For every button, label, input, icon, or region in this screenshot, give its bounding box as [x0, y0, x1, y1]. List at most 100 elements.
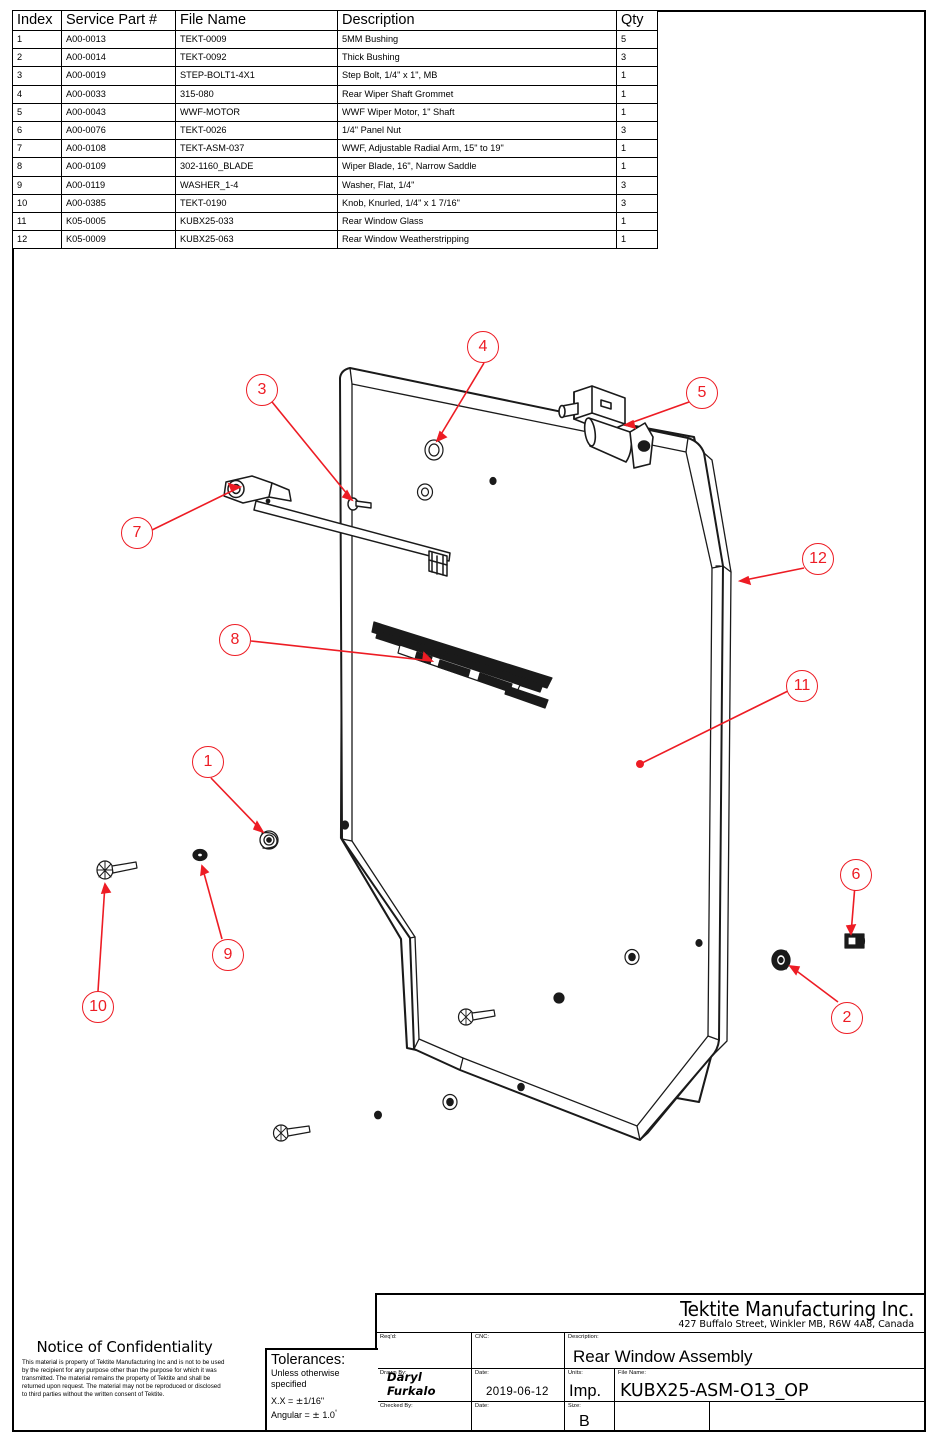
balloon-callout-1[interactable]: 1 [192, 746, 224, 778]
balloon-callout-7[interactable]: 7 [121, 517, 153, 549]
drawn-date-cell[interactable]: Date: 2019-06-12 [472, 1369, 565, 1402]
units-value: Imp. [569, 1382, 602, 1400]
file-name-cell[interactable]: File Name: KUBX25-ASM-O13_OP [615, 1369, 924, 1402]
cell-description: Rear Window Weatherstripping [337, 230, 617, 250]
tolerances-line-3: X.X = ±1/16" [271, 1396, 374, 1408]
cell-file-name: TEKT-0092 [175, 48, 338, 68]
column-header-file-name: File Name [175, 10, 338, 31]
cell-index: 10 [12, 193, 62, 214]
description-cell[interactable]: Description: Rear Window Assembly [565, 1333, 924, 1369]
cell-service-part: K05-0005 [61, 212, 176, 232]
bill-of-materials-table: Index Service Part # File Name Descripti… [12, 10, 658, 250]
balloon-callout-4[interactable]: 4 [467, 331, 499, 363]
cell-index: 12 [12, 230, 62, 250]
balloon-callout-6[interactable]: 6 [840, 859, 872, 891]
cell-qty: 1 [616, 139, 658, 159]
cell-service-part: A00-0119 [61, 175, 176, 195]
drawn-by-cell[interactable]: Drawn By: Daryl Furkalo [377, 1369, 472, 1402]
description-label: Description: [568, 1334, 599, 1340]
balloon-callout-5[interactable]: 5 [686, 377, 718, 409]
blank-cell-1[interactable] [615, 1402, 710, 1432]
cell-file-name: 302-1160_BLADE [175, 157, 338, 177]
blank-cell-2[interactable] [710, 1402, 924, 1432]
column-header-index: Index [12, 10, 62, 31]
confidentiality-notice: Notice of Confidentiality This material … [22, 1338, 227, 1399]
units-cell[interactable]: Units: Imp. [565, 1369, 615, 1402]
confidentiality-title: Notice of Confidentiality [36, 1338, 213, 1356]
units-label: Units: [568, 1370, 583, 1376]
cell-description: Wiper Blade, 16", Narrow Saddle [337, 157, 617, 177]
cell-file-name: TEKT-0190 [175, 193, 338, 214]
cell-service-part: A00-0014 [61, 48, 176, 68]
cell-index: 6 [12, 121, 62, 141]
balloon-callout-11[interactable]: 11 [786, 670, 818, 702]
cell-index: 8 [12, 157, 62, 177]
tolerance-ang-suffix: 1.0 [319, 1410, 335, 1420]
checked-by-cell[interactable]: Checked By: [377, 1402, 472, 1432]
balloon-callout-3[interactable]: 3 [246, 374, 278, 406]
cell-description: Rear Window Glass [337, 212, 617, 232]
cell-service-part: A00-0043 [61, 102, 176, 123]
cell-file-name: STEP-BOLT1-4X1 [175, 66, 338, 86]
cell-qty: 1 [616, 84, 658, 104]
tolerances-box: Tolerances: Unless otherwise specified X… [265, 1348, 378, 1432]
cell-service-part: A00-0108 [61, 139, 176, 159]
cell-index: 4 [12, 84, 62, 104]
drawn-by-label: Drawn By: [380, 1370, 407, 1376]
checked-by-label: Checked By: [380, 1403, 413, 1409]
drawn-date-value: 2019-06-12 [486, 1386, 549, 1398]
cell-service-part: A00-0076 [61, 121, 176, 141]
cell-index: 9 [12, 175, 62, 195]
cell-qty: 3 [616, 121, 658, 141]
cell-file-name: TEKT-0009 [175, 29, 338, 50]
plus-minus-icon-2: ± [312, 1411, 320, 1421]
cell-index: 1 [12, 29, 62, 50]
cell-index: 11 [12, 212, 62, 232]
cell-description: 1/4" Panel Nut [337, 121, 617, 141]
reqd-cell[interactable]: Req'd: [377, 1333, 472, 1369]
cell-service-part: A00-0019 [61, 66, 176, 86]
tolerances-line-4: Angular = ± 1.0° [271, 1408, 374, 1422]
cnc-cell[interactable]: CNC: [472, 1333, 565, 1369]
tolerances-line-1: Unless otherwise [271, 1368, 340, 1378]
checked-date-cell[interactable]: Date: [472, 1402, 565, 1432]
cell-file-name: TEKT-ASM-037 [175, 139, 338, 159]
cell-index: 7 [12, 139, 62, 159]
cell-qty: 1 [616, 157, 658, 177]
cell-qty: 1 [616, 102, 658, 123]
balloon-callout-8[interactable]: 8 [219, 624, 251, 656]
cell-file-name: KUBX25-033 [175, 212, 338, 232]
file-name-label: File Name: [618, 1370, 647, 1376]
size-cell[interactable]: Size: B [565, 1402, 615, 1432]
cell-description: WWF, Adjustable Radial Arm, 15" to 19" [337, 139, 617, 159]
plus-minus-icon-1: ± [295, 1397, 304, 1407]
column-header-description: Description [337, 10, 617, 31]
balloon-callout-2[interactable]: 2 [831, 1002, 863, 1034]
balloon-callout-9[interactable]: 9 [212, 939, 244, 971]
cell-qty: 1 [616, 212, 658, 232]
balloon-callout-12[interactable]: 12 [802, 543, 834, 575]
cell-qty: 1 [616, 230, 658, 250]
tolerances-title: Tolerances: [271, 1352, 346, 1368]
file-name-value: KUBX25-ASM-O13_OP [620, 1381, 809, 1401]
cell-description: Rear Wiper Shaft Grommet [337, 84, 617, 104]
checked-date-label: Date: [475, 1403, 489, 1409]
cell-index: 2 [12, 48, 62, 68]
cell-file-name: 315-080 [175, 84, 338, 104]
size-label: Size: [568, 1403, 581, 1409]
balloon-callout-10[interactable]: 10 [82, 991, 114, 1023]
cell-qty: 3 [616, 175, 658, 195]
company-address: 427 Buffalo Street, Winkler MB, R6W 4A8,… [678, 1319, 914, 1330]
cell-service-part: A00-0033 [61, 84, 176, 104]
cell-service-part: A00-0385 [61, 193, 176, 214]
size-value: B [579, 1413, 590, 1430]
